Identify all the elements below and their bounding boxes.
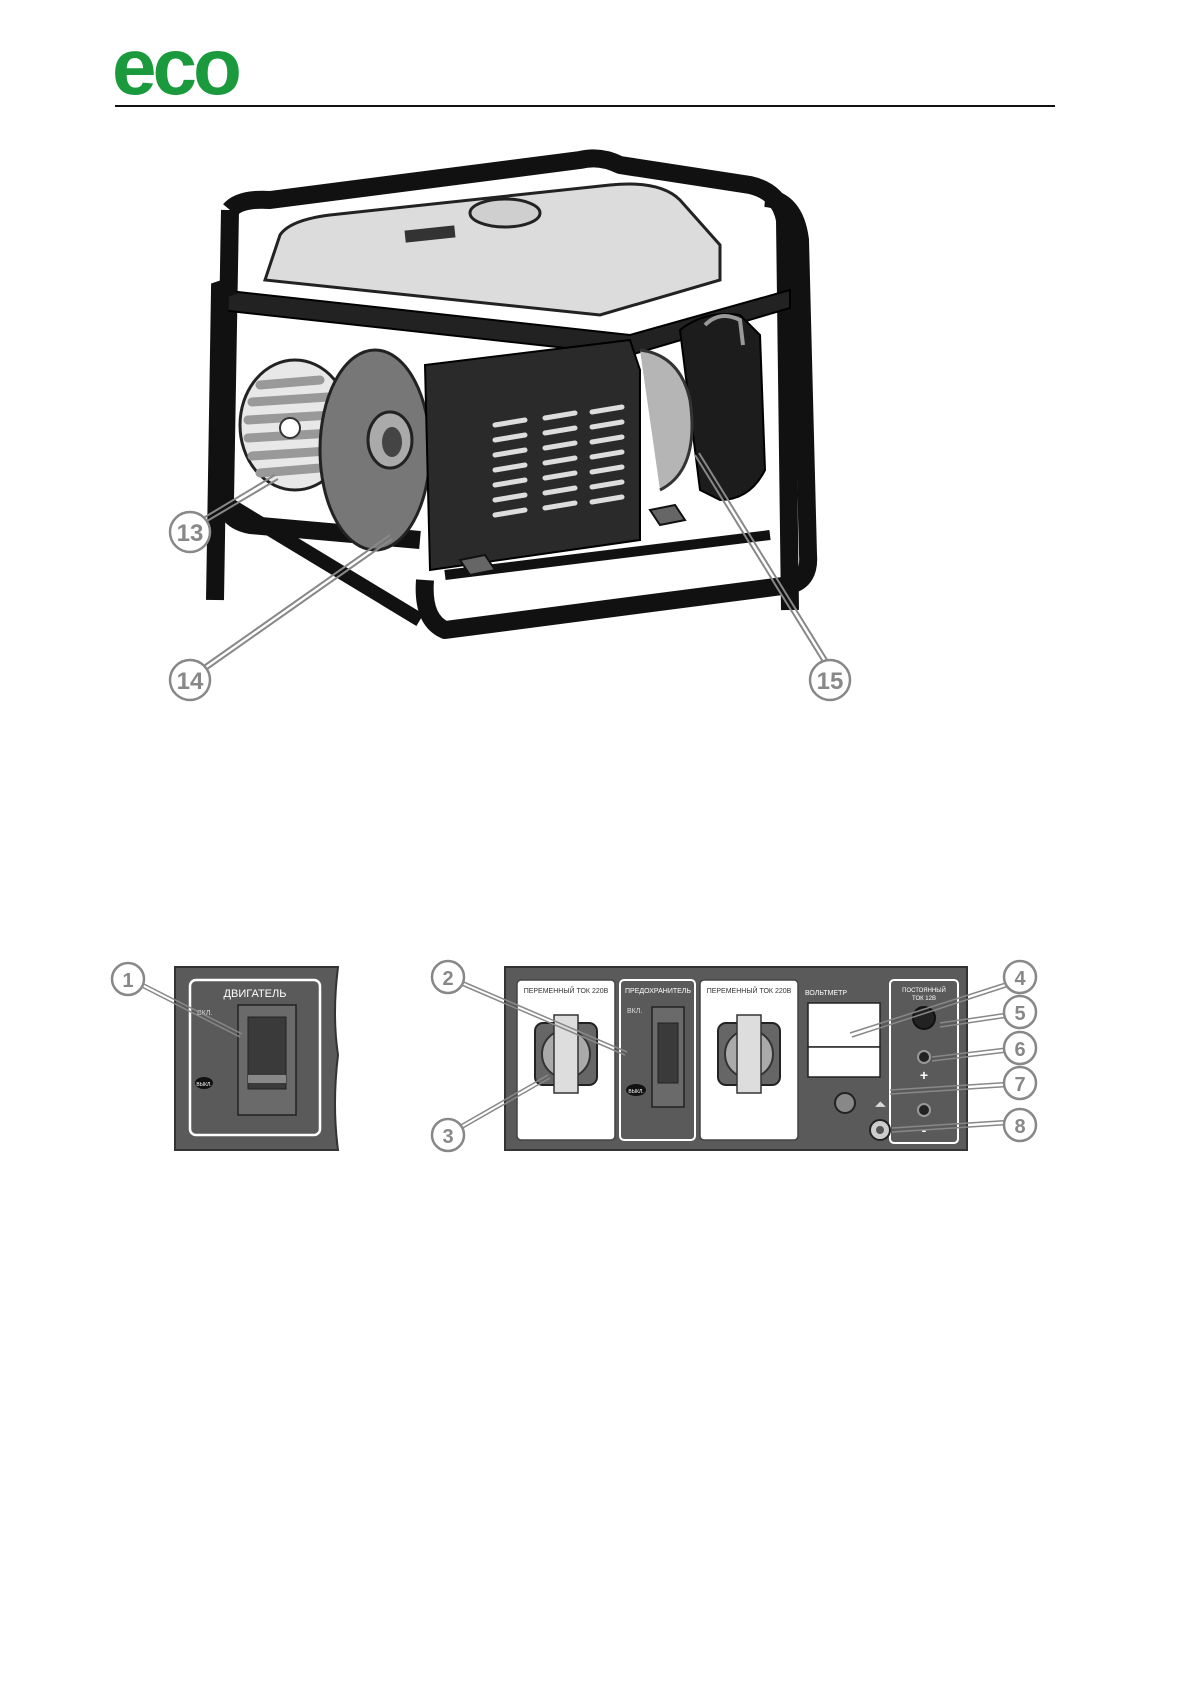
svg-text:6: 6: [1014, 1039, 1025, 1061]
engine-on-label: ВКЛ.: [197, 1010, 212, 1017]
svg-text:1: 1: [122, 970, 133, 992]
svg-text:7: 7: [1014, 1074, 1025, 1096]
callout-14: 14: [168, 658, 212, 702]
svg-text:8: 8: [1014, 1116, 1025, 1138]
callout-4: 4: [1002, 959, 1038, 995]
socket-left-label: ПЕРЕМЕННЫЙ ТОК 220В: [524, 986, 609, 995]
engine-panel-title: ДВИГАТЕЛЬ: [224, 988, 287, 1000]
callout-15: 15: [808, 658, 852, 702]
fuse-off-label: ВЫКЛ.: [628, 1089, 643, 1095]
callout-2: 2: [430, 959, 466, 995]
callout-8: 8: [1002, 1107, 1038, 1143]
svg-text:2: 2: [442, 968, 453, 990]
callout-1: 1: [110, 961, 146, 997]
svg-text:4: 4: [1014, 968, 1026, 990]
callout-13: 13: [168, 510, 212, 554]
socket-right-label: ПЕРЕМЕННЫЙ ТОК 220В: [707, 986, 792, 995]
voltmeter-label: ВОЛЬТМЕТР: [805, 990, 847, 997]
callout-3: 3: [430, 1117, 466, 1153]
svg-text:◢◣: ◢◣: [875, 1101, 886, 1108]
svg-text:15: 15: [817, 668, 844, 695]
fuse-label: ПРЕДОХРАНИТЕЛЬ: [625, 988, 691, 995]
header-divider: [115, 105, 1055, 107]
callout-7: 7: [1002, 1065, 1038, 1101]
control-panel-figure: ПЕРЕМЕННЫЙ ТОК 220В ПРЕДОХРАНИТЕЛЬ ВКЛ. …: [430, 955, 1040, 1155]
dc-label-line2: ТОК 12В: [912, 996, 936, 1002]
engine-switch-figure: ДВИГАТЕЛЬ ВКЛ. ВЫКЛ. 1: [100, 955, 350, 1155]
logo-text: eco: [112, 38, 239, 106]
eco-logo: eco: [112, 22, 272, 111]
callout-6: 6: [1002, 1030, 1038, 1066]
callout-5: 5: [1002, 994, 1038, 1030]
fuse-on-label: ВКЛ.: [627, 1008, 642, 1015]
svg-text:5: 5: [1014, 1003, 1025, 1025]
svg-text:14: 14: [177, 668, 204, 695]
svg-text:3: 3: [442, 1126, 453, 1148]
engine-off-label: ВЫКЛ.: [196, 1082, 211, 1088]
svg-text:13: 13: [177, 520, 204, 547]
dc-label-line1: ПОСТОЯННЫЙ: [902, 986, 946, 994]
generator-figure: 13 14 15: [160, 140, 960, 710]
dc-plus: +: [920, 1067, 928, 1083]
